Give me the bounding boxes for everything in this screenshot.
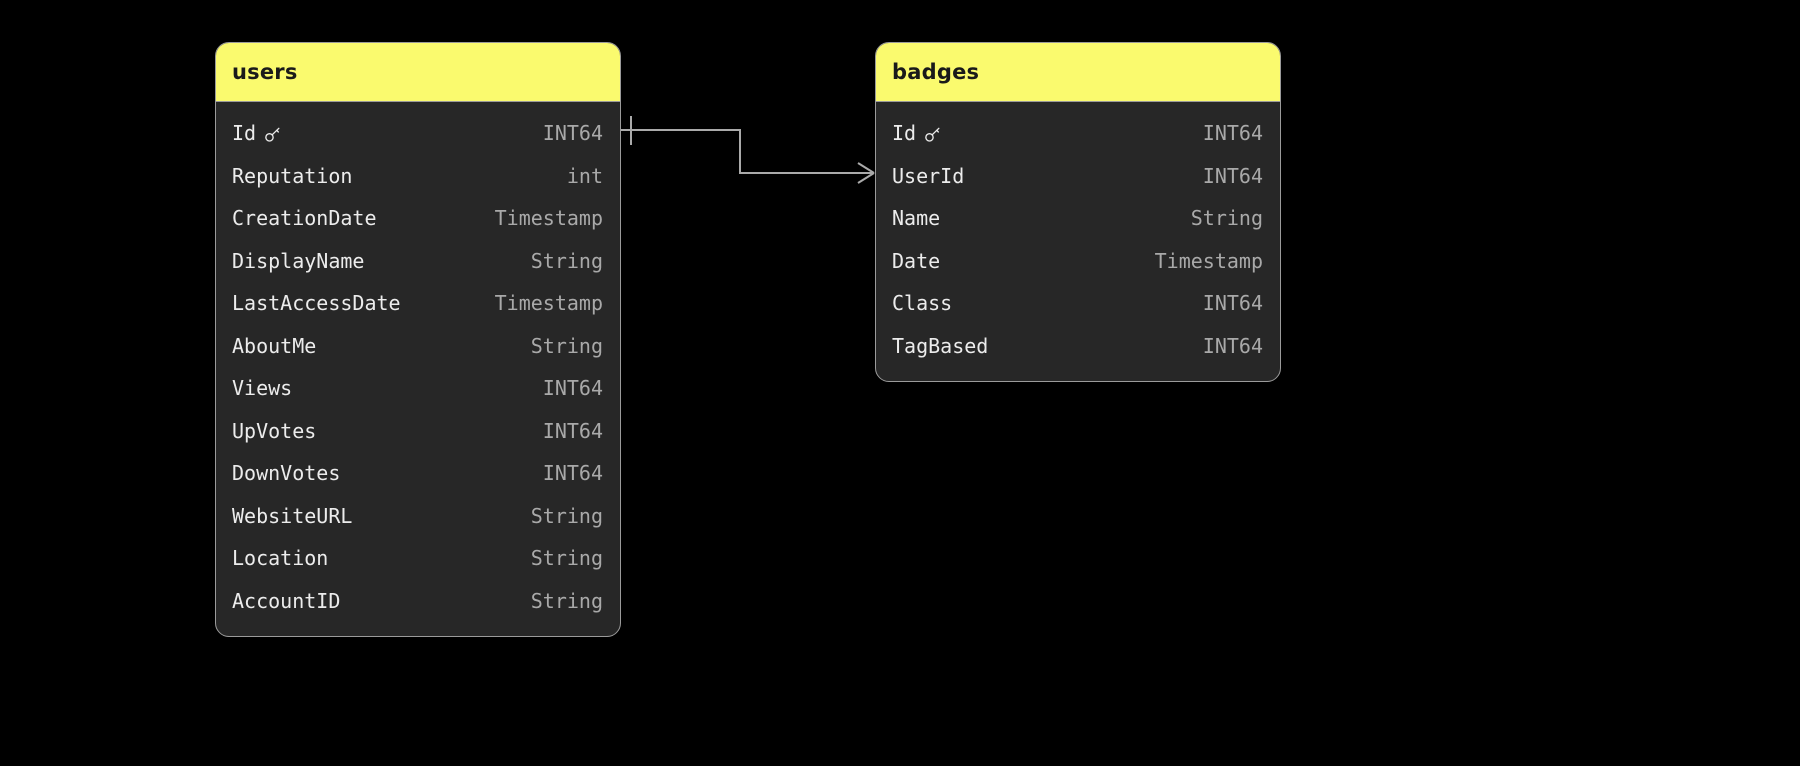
field-row-websiteurl[interactable]: WebsiteURL String <box>216 495 620 538</box>
field-type: INT64 <box>1202 163 1263 188</box>
field-type: INT64 <box>542 376 603 401</box>
entity-users-title: users <box>216 43 620 102</box>
field-row-views[interactable]: Views INT64 <box>216 367 620 410</box>
cardinality-many-marker <box>856 162 875 184</box>
field-name: Location <box>232 546 329 571</box>
field-name: Date <box>892 248 941 273</box>
entity-users-fields: Id INT64 Reputation int CreationDate <box>216 102 620 636</box>
field-row-id[interactable]: Id INT64 <box>876 112 1280 155</box>
field-row-name[interactable]: Name String <box>876 197 1280 240</box>
field-name: Views <box>232 376 293 401</box>
field-type: INT64 <box>1202 333 1263 358</box>
field-label: Id <box>892 121 917 146</box>
field-type: String <box>530 588 603 613</box>
field-name: LastAccessDate <box>232 291 401 316</box>
field-type: INT64 <box>1202 291 1263 316</box>
field-name: AccountID <box>232 588 341 613</box>
entity-users[interactable]: users Id INT64 Reputation i <box>215 42 621 637</box>
key-icon <box>263 125 282 144</box>
entity-badges-title: badges <box>876 43 1280 102</box>
field-row-location[interactable]: Location String <box>216 537 620 580</box>
field-row-downvotes[interactable]: DownVotes INT64 <box>216 452 620 495</box>
field-type: String <box>1190 206 1263 231</box>
field-type: INT64 <box>542 121 603 146</box>
field-row-id[interactable]: Id INT64 <box>216 112 620 155</box>
field-name: UpVotes <box>232 418 317 443</box>
field-row-accountid[interactable]: AccountID String <box>216 580 620 623</box>
field-type: String <box>530 546 603 571</box>
field-row-creationdate[interactable]: CreationDate Timestamp <box>216 197 620 240</box>
relationship-users-to-badges <box>621 116 875 184</box>
field-type: String <box>530 503 603 528</box>
field-name: TagBased <box>892 333 989 358</box>
field-name: Name <box>892 206 941 231</box>
field-name: Class <box>892 291 953 316</box>
field-name: DownVotes <box>232 461 341 486</box>
key-icon <box>923 125 942 144</box>
field-name: Id <box>892 121 942 145</box>
field-row-userid[interactable]: UserId INT64 <box>876 155 1280 198</box>
field-row-aboutme[interactable]: AboutMe String <box>216 325 620 368</box>
field-name: WebsiteURL <box>232 503 353 528</box>
field-name: CreationDate <box>232 206 377 231</box>
field-row-tagbased[interactable]: TagBased INT64 <box>876 325 1280 368</box>
field-type: INT64 <box>1202 121 1263 146</box>
field-type: Timestamp <box>1154 248 1263 273</box>
field-label: Id <box>232 121 257 146</box>
field-type: INT64 <box>542 418 603 443</box>
field-type: String <box>530 333 603 358</box>
field-name: AboutMe <box>232 333 317 358</box>
field-name: Reputation <box>232 163 353 188</box>
field-name: UserId <box>892 163 965 188</box>
field-type: Timestamp <box>494 206 603 231</box>
field-type: Timestamp <box>494 291 603 316</box>
entity-badges-fields: Id INT64 UserId INT64 Name S <box>876 102 1280 381</box>
field-row-reputation[interactable]: Reputation int <box>216 155 620 198</box>
field-type: String <box>530 248 603 273</box>
field-row-date[interactable]: Date Timestamp <box>876 240 1280 283</box>
field-name: DisplayName <box>232 248 365 273</box>
field-row-class[interactable]: Class INT64 <box>876 282 1280 325</box>
entity-badges[interactable]: badges Id INT64 UserId INT6 <box>875 42 1281 382</box>
field-row-lastaccessdate[interactable]: LastAccessDate Timestamp <box>216 282 620 325</box>
field-row-upvotes[interactable]: UpVotes INT64 <box>216 410 620 453</box>
relationship-line <box>621 129 864 174</box>
field-type: int <box>566 163 603 188</box>
field-name: Id <box>232 121 282 145</box>
field-type: INT64 <box>542 461 603 486</box>
field-row-displayname[interactable]: DisplayName String <box>216 240 620 283</box>
